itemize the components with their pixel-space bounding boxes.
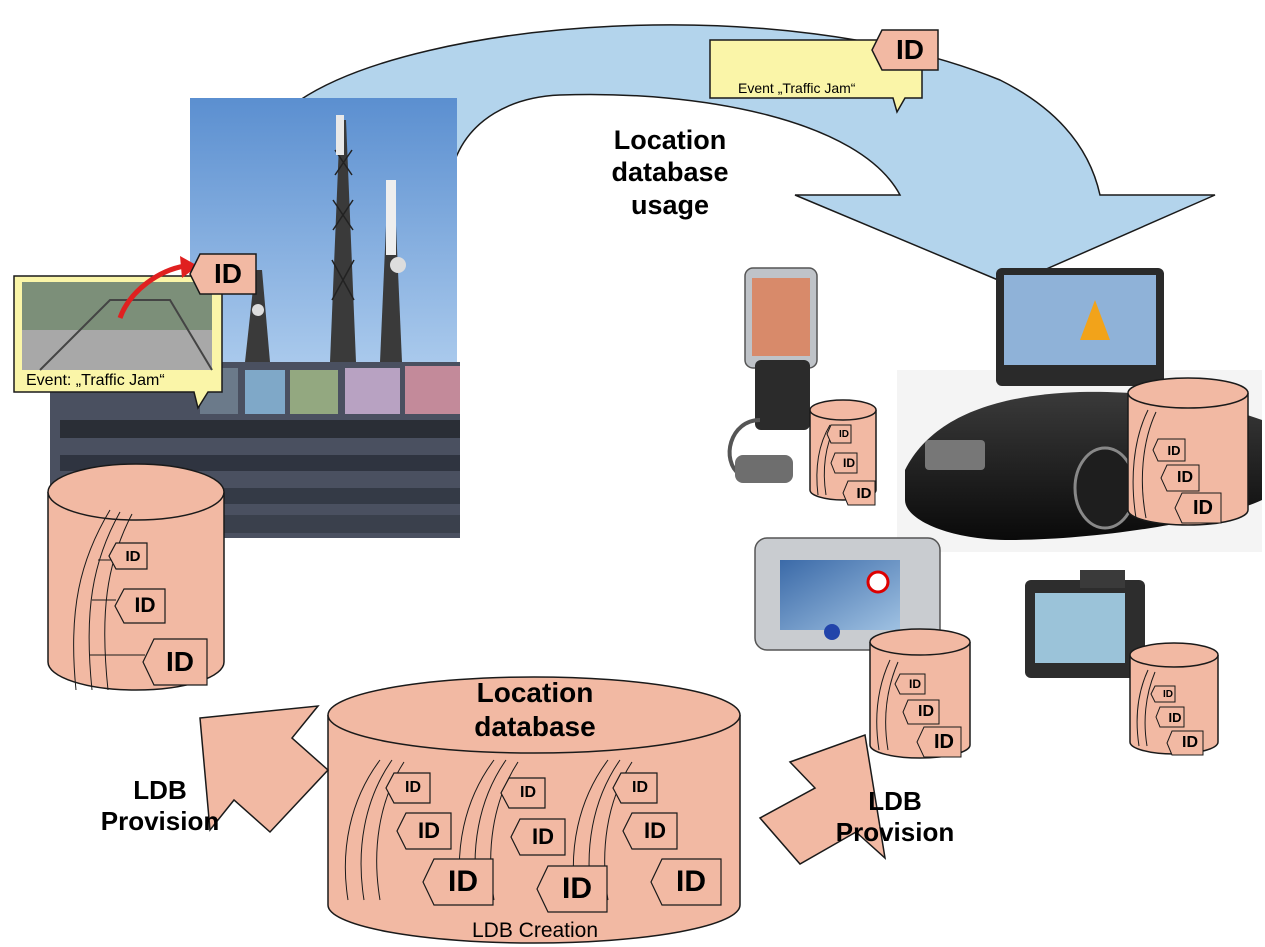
id-tag-pnd-2: ID: [902, 699, 940, 725]
usage-label: Location database usage: [611, 125, 729, 220]
creation-label: LDB Creation: [471, 919, 599, 942]
left-note-text: Event: „Traffic Jam“: [26, 372, 165, 389]
id-tag-pnd-3: ID: [916, 726, 962, 758]
small-nav-device: [1025, 570, 1145, 678]
id-tag-central-2c: ID: [536, 865, 608, 913]
antenna-photo: [190, 98, 457, 362]
provision-left-label: LDB Provision: [100, 775, 220, 837]
pda-device: [727, 267, 818, 483]
id-tag-pda-3: ID: [842, 480, 876, 506]
id-tag-central-3b: ID: [622, 812, 678, 850]
id-tag-leftdb-2: ID: [114, 588, 166, 624]
id-tag-car-3: ID: [1174, 492, 1222, 524]
id-tag-central-2b: ID: [510, 818, 566, 856]
id-tag-snd-1: ID: [1150, 685, 1176, 703]
red-arrow: [117, 263, 186, 319]
id-tag-left-note: ID: [188, 252, 258, 296]
id-tag-pnd-1: ID: [894, 673, 926, 695]
id-tag-central-3c: ID: [650, 858, 722, 906]
provision-right-label: LDB Provision: [835, 786, 955, 848]
id-tag-snd-2: ID: [1155, 706, 1185, 728]
car-database: [1127, 377, 1249, 526]
id-tag-top: ID: [870, 28, 940, 72]
id-tag-central-3a: ID: [612, 772, 658, 804]
id-tag-central-2a: ID: [500, 777, 546, 809]
id-tag-leftdb-1: ID: [108, 542, 148, 570]
small-nav-database: [1129, 642, 1219, 755]
central-db-label: Location database: [474, 677, 596, 742]
usage-arrow: [297, 24, 1216, 286]
left-event-note: [13, 275, 223, 410]
id-tag-leftdb-3: ID: [142, 638, 208, 686]
id-tag-car-2: ID: [1160, 464, 1200, 492]
id-tag-central-1a: ID: [385, 772, 431, 804]
provision-arrow-right: [758, 733, 887, 865]
portable-nav-device: [754, 537, 941, 651]
red-arrow-head: [180, 256, 198, 278]
id-tag-central-1b: ID: [396, 812, 452, 850]
id-tag-snd-3: ID: [1166, 730, 1204, 756]
provision-arrow-left: [199, 705, 330, 834]
id-tag-car-1: ID: [1152, 438, 1186, 462]
id-tag-pda-2: ID: [830, 452, 858, 474]
id-tag-pda-1: ID: [826, 424, 852, 444]
top-note-text: Event „Traffic Jam“: [738, 80, 856, 96]
id-tag-central-1c: ID: [422, 858, 494, 906]
